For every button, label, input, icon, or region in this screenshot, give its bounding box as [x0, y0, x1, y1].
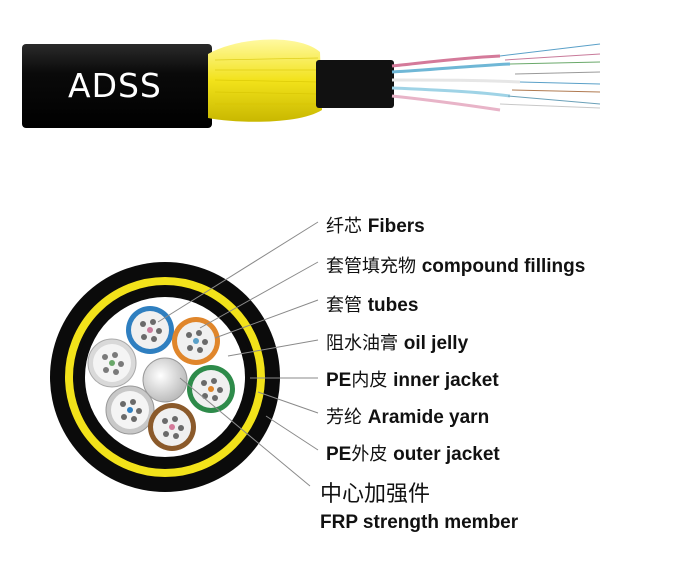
label-fibers: 纤芯 Fibers [326, 212, 425, 238]
leader-outer-jacket [265, 415, 319, 451]
cable-cross-section [50, 262, 280, 492]
fiber-tubes-exposed [391, 54, 521, 112]
label-outer-jacket-en: outer jacket [393, 444, 500, 465]
tube-brown [148, 403, 196, 451]
leader-lines [157, 221, 319, 487]
label-aramid-yarn-en: Aramide yarn [367, 407, 490, 428]
label-fibers-en: Fibers [367, 216, 425, 237]
label-tubes-zh: 套管 [326, 295, 362, 316]
tube-gray [105, 385, 155, 435]
label-compound-fillings-zh: 套管填充物 [326, 256, 416, 277]
leader-frp [179, 377, 311, 487]
fibers-exposed [499, 43, 601, 109]
label-aramid-yarn: 芳纶 Aramide yarn [326, 403, 489, 429]
cable-type-label: ADSS [68, 66, 162, 105]
label-inner-jacket-en: inner jacket [393, 370, 499, 391]
label-frp-en: FRP strength member [320, 512, 519, 533]
label-inner-jacket-prefix: PE [326, 370, 352, 391]
inner-jacket-segment [316, 60, 394, 108]
tube-orange [172, 317, 220, 365]
label-outer-jacket: PE外皮 outer jacket [326, 440, 500, 466]
cable-side-view [22, 39, 601, 128]
tube-white [87, 338, 137, 388]
tube-blue [126, 306, 174, 354]
outer-jacket-segment [22, 44, 212, 128]
label-aramid-yarn-zh: 芳纶 [326, 407, 362, 428]
tube-green [187, 365, 235, 413]
leader-oil-jelly [227, 339, 319, 357]
leader-aramid [257, 391, 319, 414]
leader-compound [199, 261, 319, 329]
aramid-yarn-ring [65, 277, 265, 477]
leader-fibers [157, 221, 319, 323]
label-oil-jelly-zh: 阻水油膏 [326, 333, 398, 354]
label-oil-jelly-en: oil jelly [403, 333, 469, 354]
label-tubes: 套管 tubes [326, 291, 418, 317]
yarn-strands [214, 57, 319, 105]
label-inner-jacket: PE内皮 inner jacket [326, 366, 499, 392]
label-tubes-en: tubes [367, 295, 419, 316]
label-oil-jelly: 阻水油膏 oil jelly [326, 329, 468, 355]
label-inner-jacket-zh: 内皮 [351, 370, 388, 391]
frp-strength-member [142, 357, 188, 403]
label-outer-jacket-zh: 外皮 [351, 444, 388, 465]
leader-tubes [214, 299, 319, 339]
label-frp-zh: 中心加强件 [320, 482, 431, 507]
label-compound-fillings-en: compound fillings [421, 256, 586, 277]
label-outer-jacket-prefix: PE [326, 444, 352, 465]
label-fibers-zh: 纤芯 [326, 216, 362, 237]
label-compound-fillings: 套管填充物 compound fillings [326, 252, 585, 278]
